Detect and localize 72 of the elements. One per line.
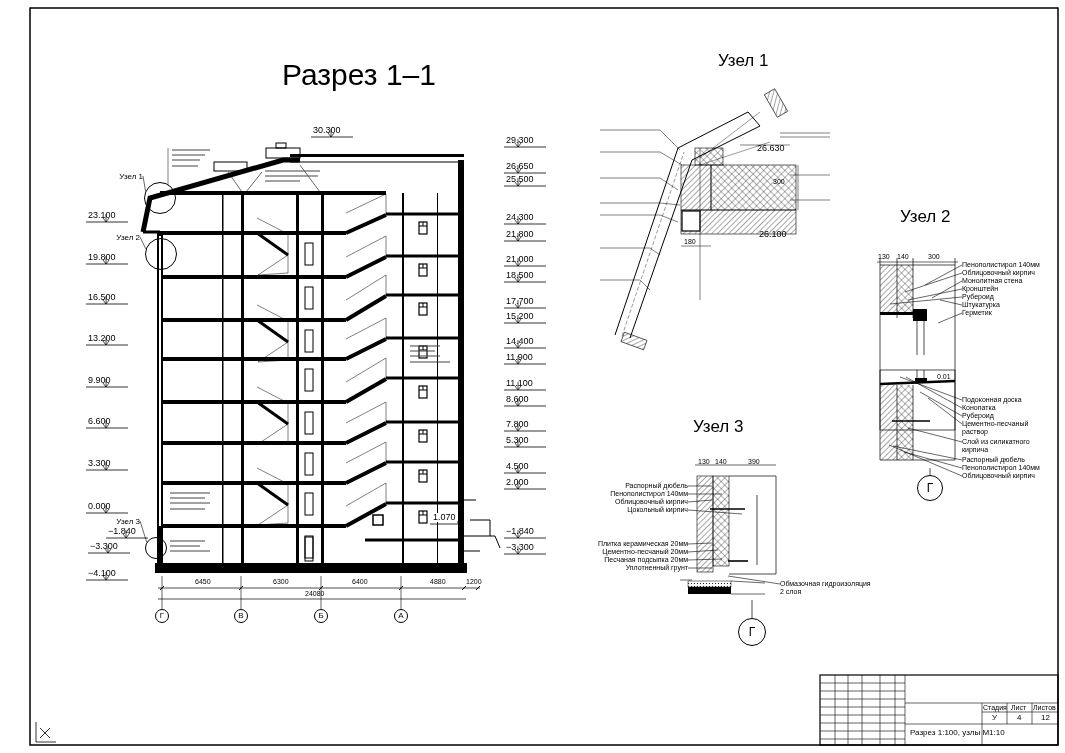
leader-line xyxy=(904,272,963,293)
level-value: 23.100 xyxy=(88,211,116,220)
table-cell-text: У xyxy=(992,714,998,722)
sheet-title-text: Разрез 1:100, узлы М1:10 xyxy=(910,729,1005,737)
level-value: 0.000 xyxy=(88,502,111,511)
level-value: −4.100 xyxy=(88,569,116,578)
level-value: 21.800 xyxy=(506,230,534,239)
leader-line xyxy=(924,264,963,286)
leader-line xyxy=(937,312,963,324)
table-cell-text: 4 xyxy=(1017,714,1022,722)
leader-line xyxy=(142,175,146,192)
leader-line xyxy=(687,542,713,545)
level-value: 3.300 xyxy=(88,459,111,468)
level-value: −3.300 xyxy=(506,543,534,552)
leader-line xyxy=(903,451,963,469)
leader-line xyxy=(907,288,963,301)
leader-line xyxy=(687,567,713,569)
detail-title: Узел 1 xyxy=(718,52,769,69)
leader-line xyxy=(687,558,723,561)
level-value: 21.000 xyxy=(506,255,534,264)
detail-callout-label: Узел 3 xyxy=(90,517,140,527)
detail-title: Узел 2 xyxy=(900,208,951,225)
level-value: −3.300 xyxy=(90,542,118,551)
level-value: 25.500 xyxy=(506,175,534,184)
leader-line xyxy=(139,520,147,543)
level-value: 18.500 xyxy=(506,271,534,280)
level-value: 1.070 xyxy=(432,513,457,522)
leader-line xyxy=(892,445,963,461)
leader-line xyxy=(139,236,147,250)
leader-line xyxy=(899,376,963,401)
level-value: 26.650 xyxy=(506,162,534,171)
leader-line xyxy=(939,299,963,306)
detail-callout-label: Узел 2 xyxy=(86,233,140,243)
level-value: 17.700 xyxy=(506,297,534,306)
detail-callout-label: Узел 1 xyxy=(88,172,143,182)
leader-line xyxy=(927,397,963,425)
level-value: 16.500 xyxy=(88,293,116,302)
leader-line xyxy=(889,296,963,305)
level-value: 7.800 xyxy=(506,420,529,429)
level-value: 11.100 xyxy=(506,379,533,388)
dimension-value: 26.100 xyxy=(759,230,787,239)
leader-line xyxy=(905,376,963,409)
level-value: 30.300 xyxy=(313,126,341,135)
leader-line xyxy=(687,549,719,553)
level-value: 5.300 xyxy=(506,436,529,445)
level-value: 2.000 xyxy=(506,478,529,487)
level-value: 9.900 xyxy=(88,376,111,385)
level-value: 24.300 xyxy=(506,213,534,222)
leader-line xyxy=(687,485,713,487)
level-value: −1.840 xyxy=(506,527,534,536)
dimension-value: 26.630 xyxy=(757,144,785,153)
level-value: 13.200 xyxy=(88,334,116,343)
drawing-title: Разрез 1–1 xyxy=(282,60,436,90)
leader-line xyxy=(727,575,781,585)
leader-line xyxy=(687,509,743,515)
leader-line xyxy=(931,280,963,299)
leader-line xyxy=(919,391,963,417)
detail-title: Узел 3 xyxy=(693,418,744,435)
table-cell-text: 12 xyxy=(1041,714,1050,722)
level-value: −1.840 xyxy=(108,527,136,536)
level-value: 6.600 xyxy=(88,417,111,426)
level-value: 8.600 xyxy=(506,395,529,404)
level-value: 4.500 xyxy=(506,462,529,471)
leader-line xyxy=(907,427,963,443)
level-value: 19.800 xyxy=(88,253,116,262)
level-value: 14.400 xyxy=(506,337,534,346)
level-value: 11.900 xyxy=(506,353,533,362)
leader-line xyxy=(687,493,723,495)
leader-line xyxy=(888,444,963,477)
level-value: 15.200 xyxy=(506,312,534,321)
level-value: 29.300 xyxy=(506,136,534,145)
leader-line xyxy=(687,499,713,503)
